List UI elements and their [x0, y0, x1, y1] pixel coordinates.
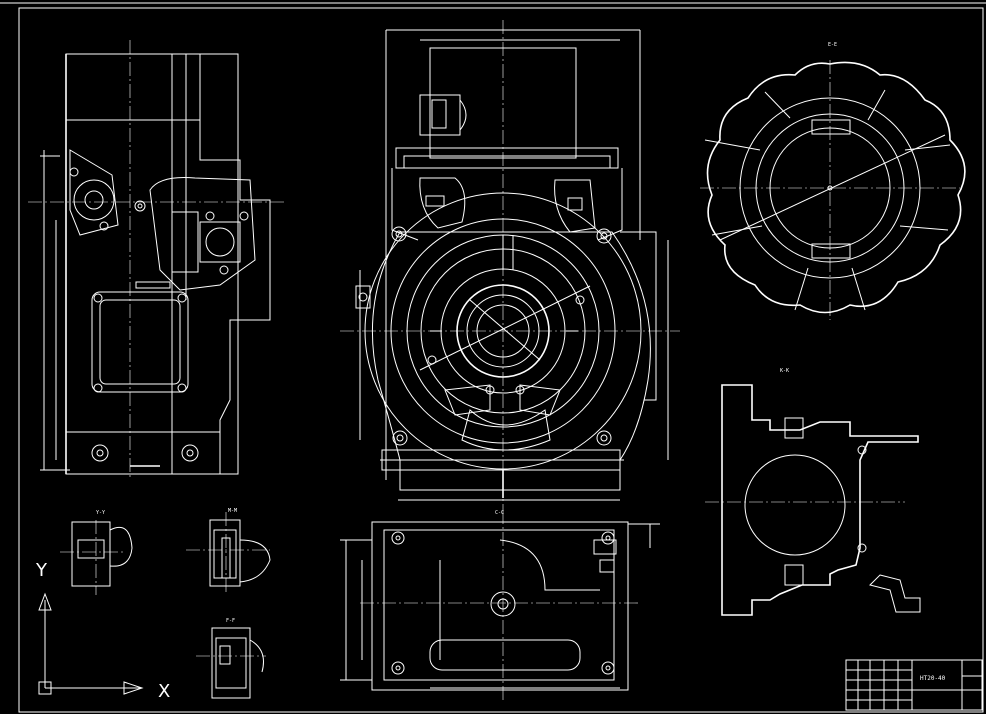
- front-view[interactable]: [340, 20, 680, 510]
- section-y-y[interactable]: [60, 520, 133, 595]
- label-section-k-k: K-K: [780, 368, 789, 374]
- label-section-c-c: C-C: [495, 510, 504, 516]
- section-m-m[interactable]: [186, 512, 271, 595]
- label-section-e-e: E-E: [828, 42, 837, 48]
- section-f-f[interactable]: [196, 627, 266, 699]
- label-section-y-y: Y-Y: [96, 510, 105, 516]
- ucs-icon: Y X: [35, 560, 170, 702]
- section-k-k[interactable]: [705, 384, 921, 616]
- ucs-x-label: X: [158, 681, 170, 702]
- side-view[interactable]: [28, 40, 285, 480]
- section-e-e[interactable]: [700, 60, 966, 320]
- ucs-y-label: Y: [35, 560, 48, 581]
- label-section-m-m: M-M: [228, 508, 237, 514]
- label-section-f-f: F-F: [226, 618, 235, 624]
- title-block[interactable]: HT20-40: [845, 659, 983, 711]
- bottom-plan-view[interactable]: [340, 510, 660, 700]
- part-number: HT20-40: [920, 675, 946, 682]
